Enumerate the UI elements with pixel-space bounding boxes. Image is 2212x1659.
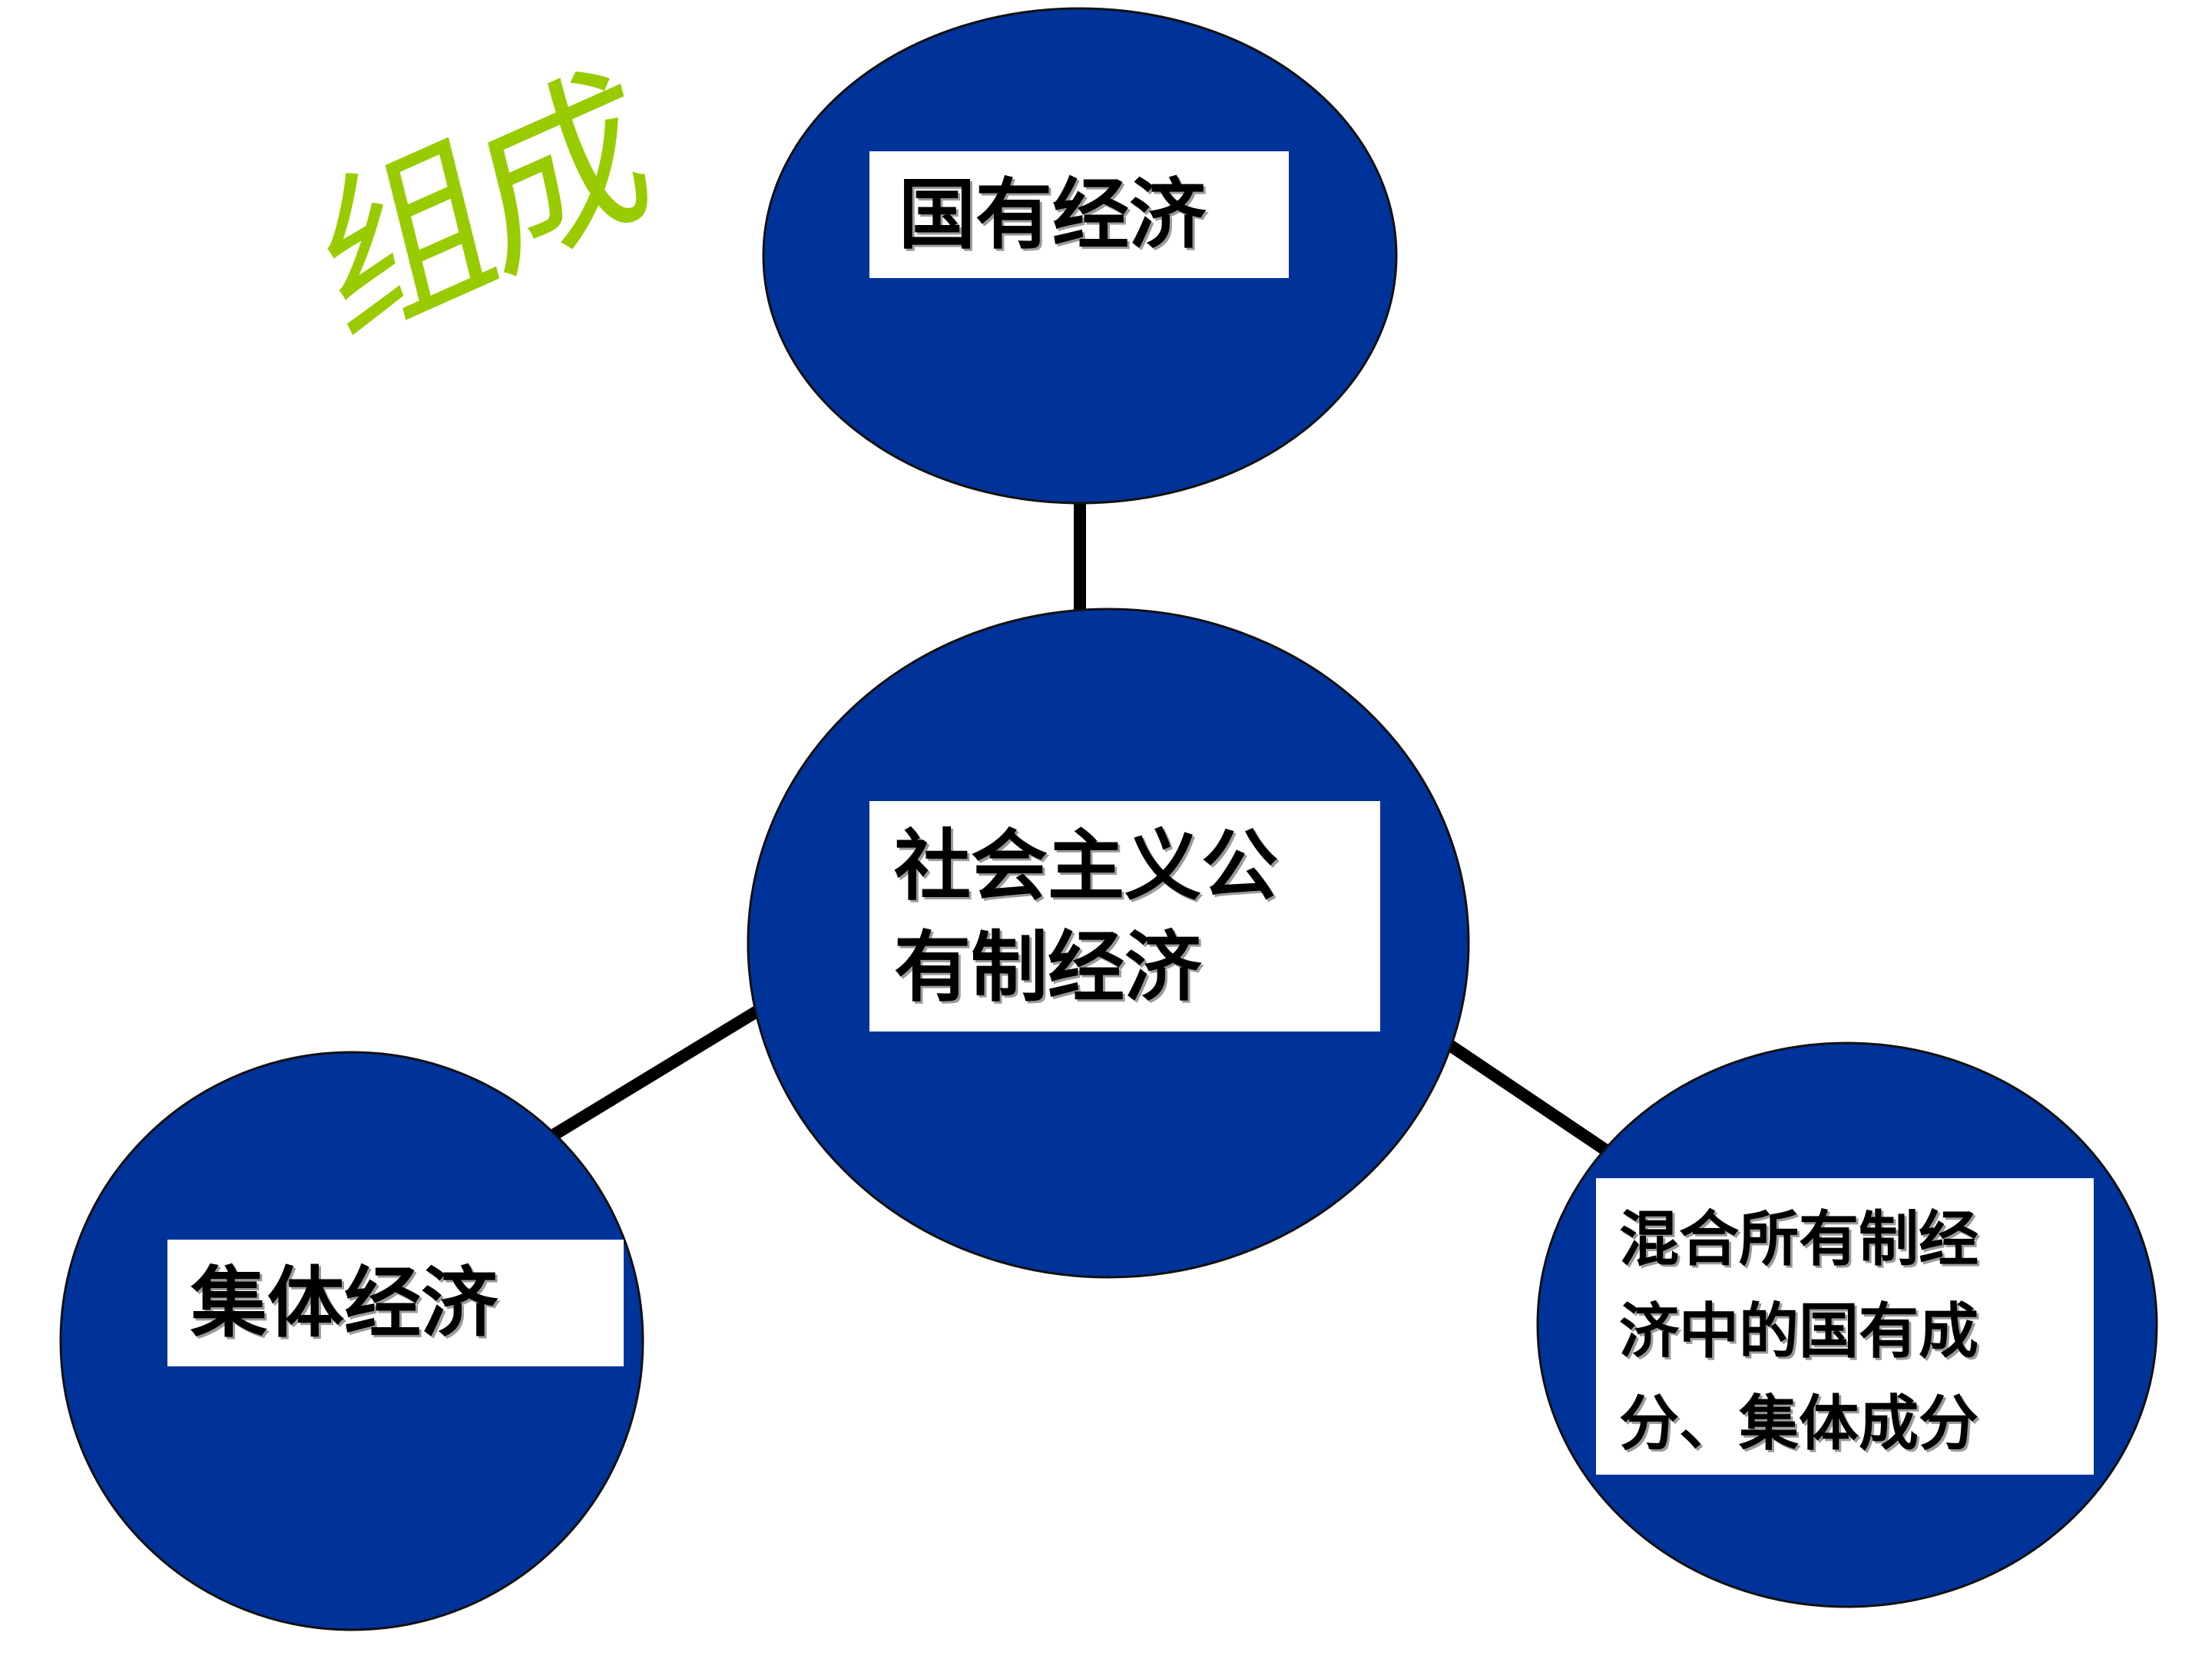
label-state-economy: 国有经济 <box>869 151 1289 278</box>
connector-center-to-collective <box>551 991 786 1140</box>
label-socialist-public-ownership: 社会主义公 有制经济 <box>869 801 1380 1031</box>
title-text: 组成 <box>302 39 661 379</box>
label-collective-economy: 集体经济 <box>167 1240 624 1366</box>
label-mixed-ownership: 混合所有制经 济中的国有成 分、集体成分 <box>1596 1178 2094 1475</box>
